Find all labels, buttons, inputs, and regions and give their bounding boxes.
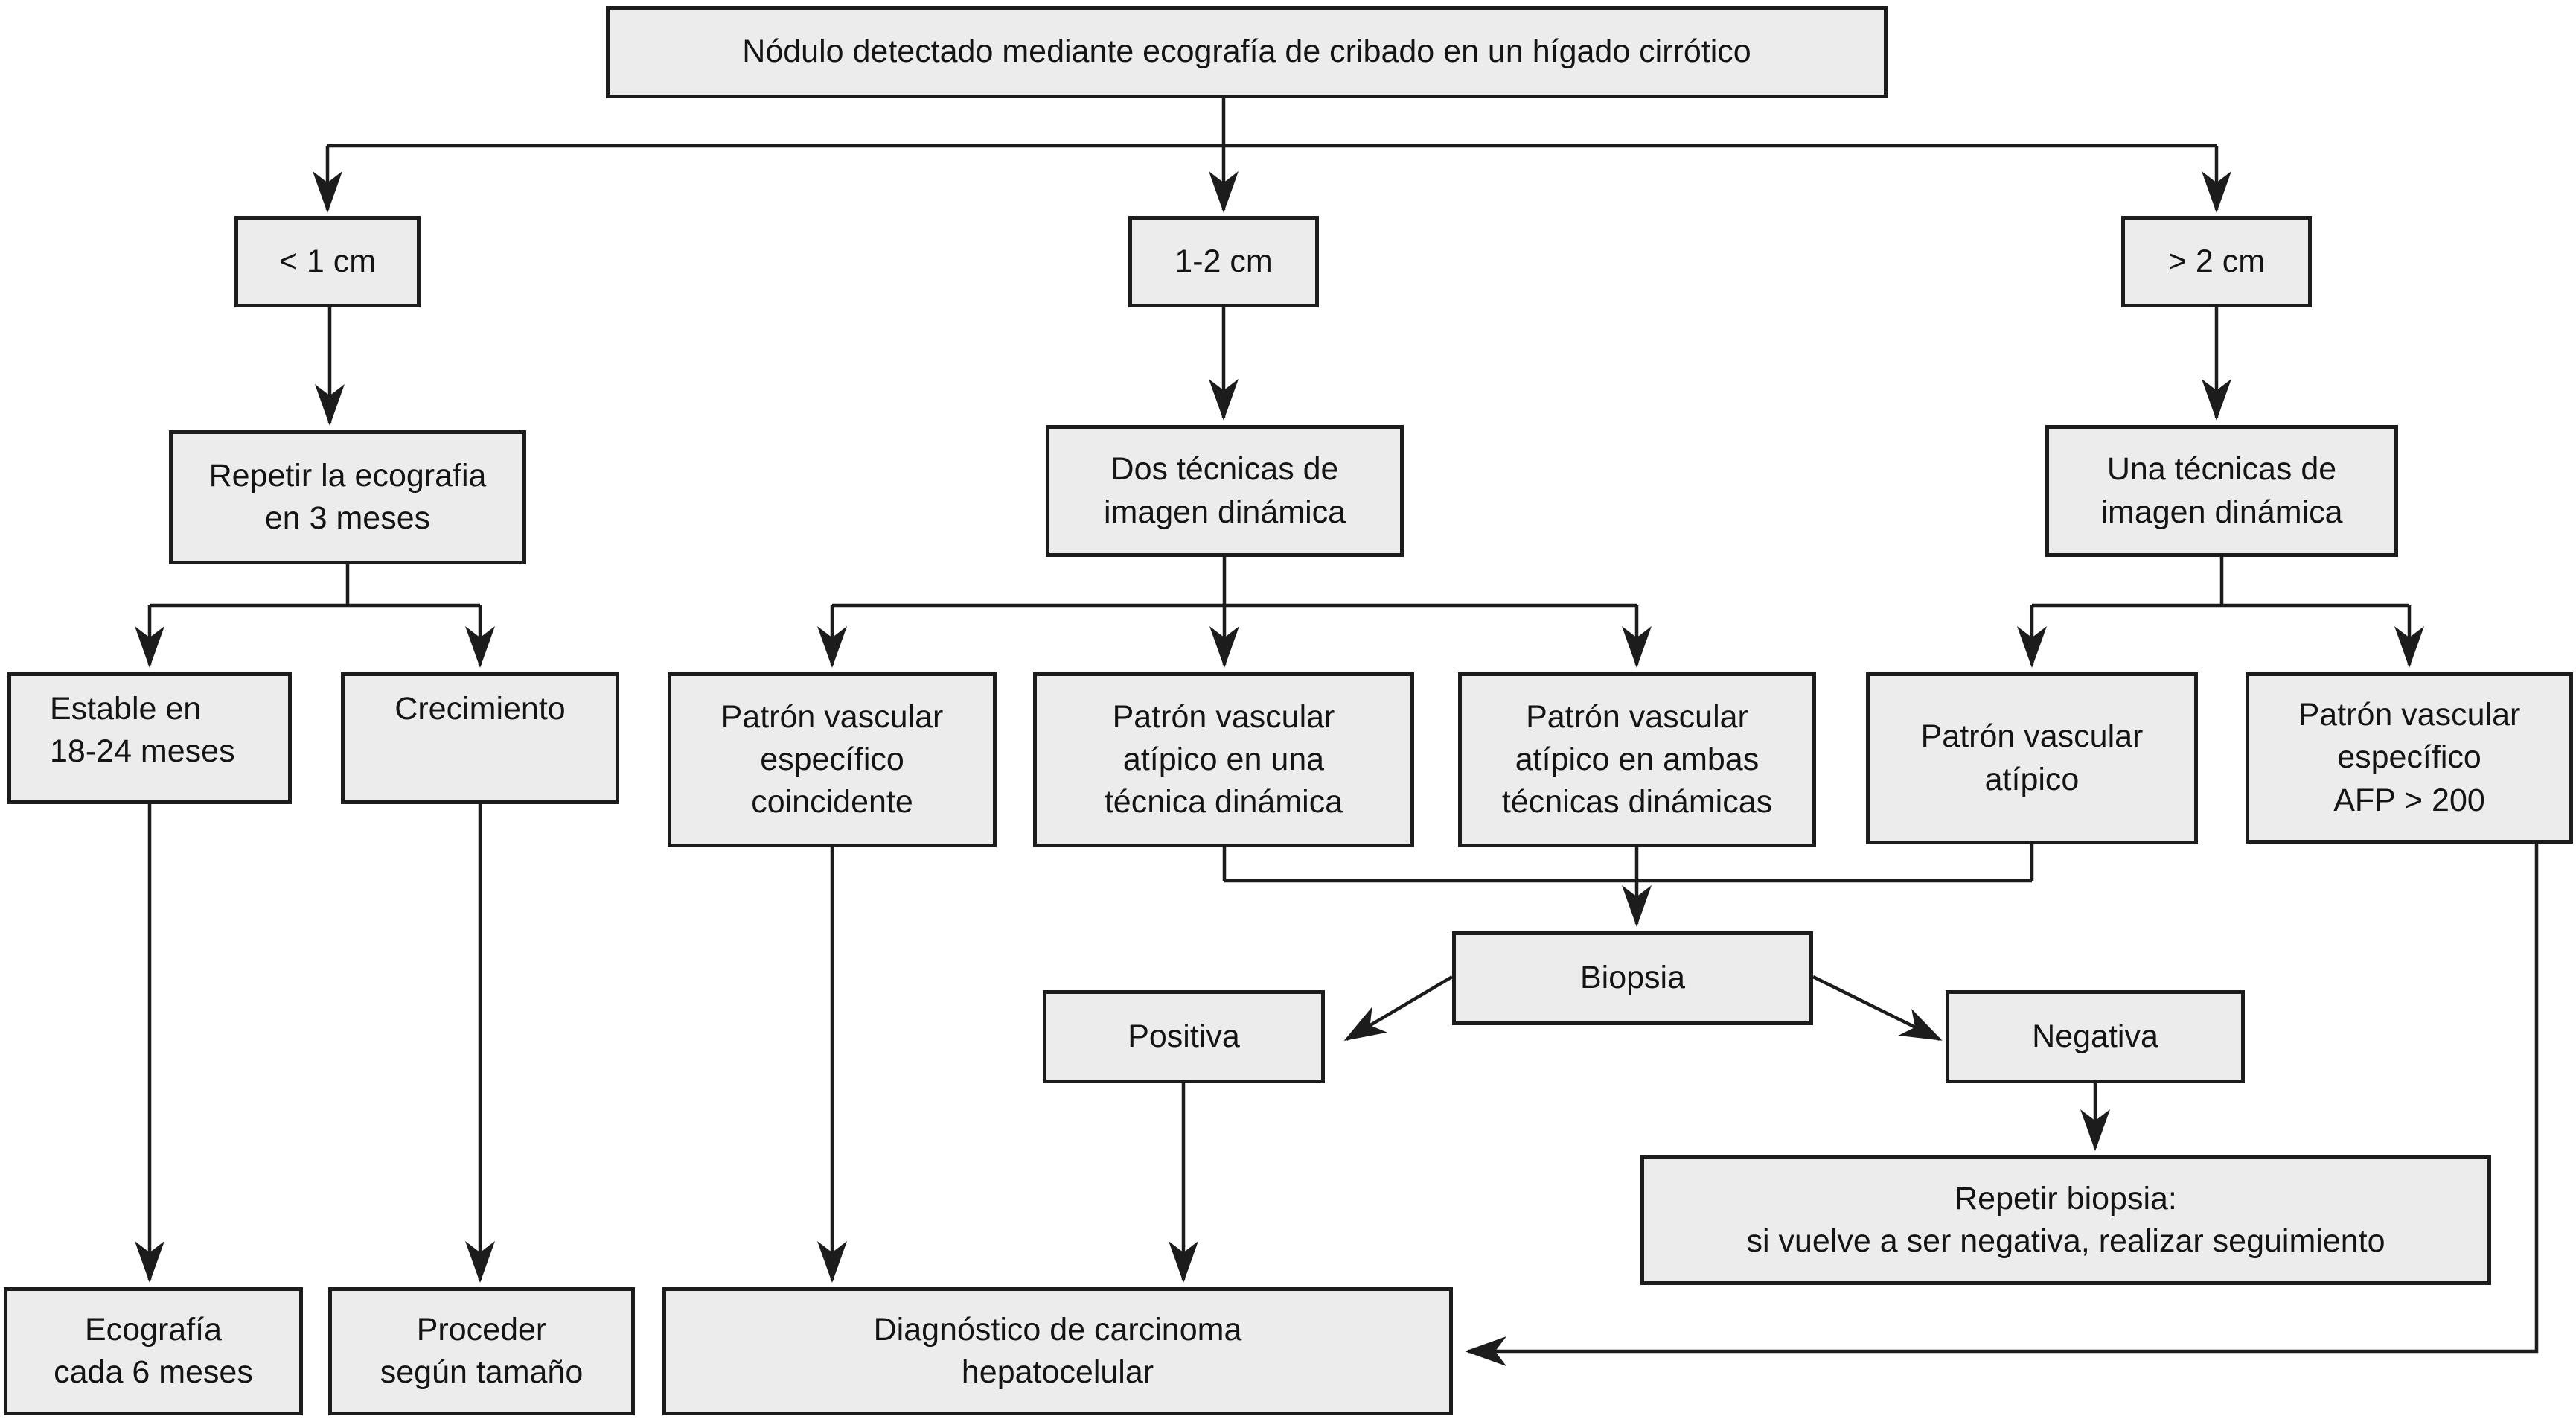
node-specific-coincident-pattern: Patrón vascular específico coincidente: [668, 672, 997, 847]
node-atypical-pattern: Patrón vascular atípico: [1866, 672, 2198, 844]
edge-one-dynamic-split: [2017, 557, 2424, 668]
edge-afp-hcc: [1465, 844, 2539, 1366]
node-repeat-biopsy: Repetir biopsia: si vuelve a ser negativ…: [1640, 1155, 2491, 1285]
node-hcc-diagnosis: Diagnóstico de carcinoma hepatocelular: [662, 1287, 1453, 1415]
node-root: Nódulo detectado mediante ecografía de c…: [606, 6, 1888, 98]
node-stable-18-24m: Estable en 18-24 meses: [7, 672, 292, 804]
node-two-dynamic-imaging: Dos técnicas de imagen dinámica: [1046, 425, 1404, 557]
node-proceed-by-size: Proceder según tamaño: [328, 1287, 635, 1415]
node-size-gt-2cm: > 2 cm: [2121, 216, 2312, 307]
edge-root-branches: [313, 98, 2231, 213]
node-biopsy: Biopsia: [1452, 931, 1813, 1025]
edge-two-dynamic-split: [817, 557, 1652, 668]
node-one-dynamic-imaging: Una técnicas de imagen dinámica: [2045, 425, 2398, 557]
node-size-lt-1cm: < 1 cm: [234, 216, 421, 307]
node-size-1-2cm: 1-2 cm: [1128, 216, 1319, 307]
edge-biopsy-negative: [1812, 975, 1943, 1042]
node-growth: Crecimiento: [341, 672, 619, 804]
edge-repeat-us-split: [135, 564, 495, 668]
node-biopsy-negative: Negativa: [1946, 990, 2245, 1083]
edge-atypical-merge-biopsy: [1222, 844, 2034, 927]
node-repeat-ultrasound-3m: Repetir la ecografia en 3 meses: [169, 430, 526, 564]
node-biopsy-positive: Positiva: [1043, 990, 1325, 1083]
node-atypical-one-technique: Patrón vascular atípico en una técnica d…: [1033, 672, 1414, 847]
node-atypical-both-techniques: Patrón vascular atípico en ambas técnica…: [1458, 672, 1816, 847]
node-ultrasound-every-6m: Ecografía cada 6 meses: [4, 1287, 303, 1415]
edge-biopsy-positive: [1343, 975, 1454, 1042]
node-specific-pattern-afp: Patrón vascular específico AFP > 200: [2246, 672, 2573, 844]
